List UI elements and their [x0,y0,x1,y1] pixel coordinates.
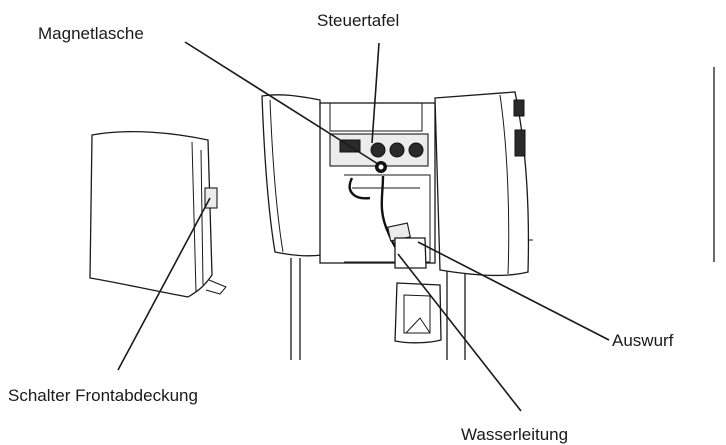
label-wasserleitung: Wasserleitung [461,425,568,444]
machine-body [261,67,715,360]
leader-lines [117,41,610,412]
front-cover [89,130,227,298]
label-auswurf: Auswurf [612,331,674,350]
control-button-1 [370,142,386,158]
ejection-chute [394,237,427,269]
drip-tray [394,282,442,344]
side-switch-upper [513,99,525,117]
label-magnetlasche: Magnetlasche [38,24,144,43]
label-steuertafel: Steuertafel [317,11,399,30]
label-schalter-frontabdeckung: Schalter Frontabdeckung [8,386,198,405]
control-button-3 [408,142,424,158]
control-button-2 [389,142,405,158]
side-switch-lower [514,129,526,157]
